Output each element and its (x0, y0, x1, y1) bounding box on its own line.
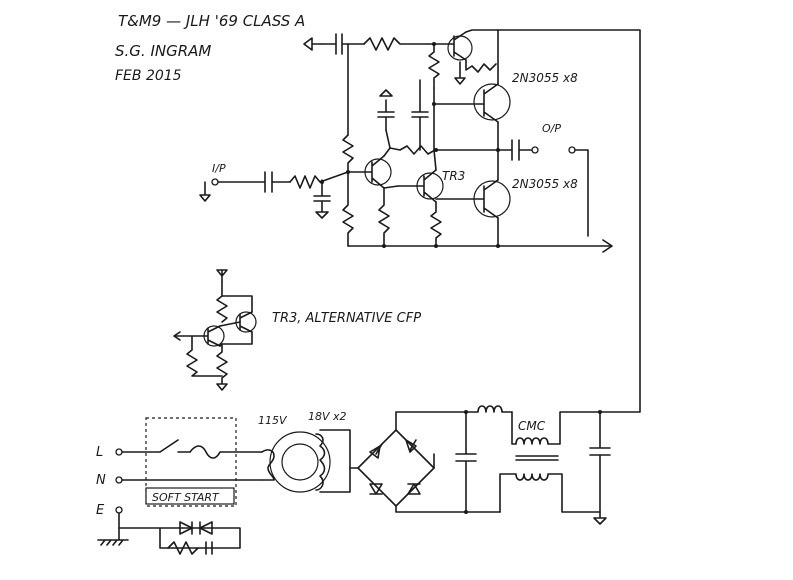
upper-output-transistor: 2N3055 x8 (433, 71, 578, 123)
psu-output-capacitor (589, 411, 611, 525)
tr3-alternative-label: TR3, ALTERNATIVE CFP (272, 311, 421, 326)
input-filter-capacitor (313, 179, 331, 219)
bridge-rectifier (357, 429, 435, 507)
upper-output-devices-label: 2N3055 x8 (512, 71, 578, 85)
input-terminal[interactable] (211, 178, 219, 186)
rectifier-negative (395, 453, 467, 513)
tr3-alternative-cfp: TR3, ALTERNATIVE CFP (173, 269, 421, 391)
secondary-voltage-label: 18V x2 (308, 410, 347, 423)
lower-output-transistor: 2N3055 x8 (435, 177, 578, 219)
ground-arrow (303, 37, 323, 51)
rectifier-positive (395, 411, 467, 431)
schematic-author: S.G. INGRAM (115, 42, 211, 60)
input-network: I/P (199, 162, 349, 219)
reservoir-capacitor-1 (455, 411, 477, 513)
feedback-capacitor (321, 33, 365, 55)
output-terminal[interactable] (531, 146, 539, 154)
output-ground-terminal[interactable] (568, 146, 576, 154)
cmc-label: CMC (518, 419, 546, 433)
output-label: O/P (542, 122, 561, 135)
schematic-title: T&M9 — JLH '69 CLASS A (118, 12, 305, 30)
bias-resistor-lower (342, 171, 354, 247)
primary-voltage-label: 115V (258, 414, 288, 427)
input-label: I/P (212, 162, 226, 175)
input-resistor (289, 171, 349, 189)
tr3-label: TR3 (442, 169, 465, 183)
tr3-emitter-resistor (430, 201, 442, 247)
tr2-collector-resistor (385, 129, 436, 155)
feedback-network (303, 33, 429, 55)
mains-switch (121, 439, 191, 453)
power-supply-circuit: L N E SOFT START 115V 18V x2 (96, 405, 611, 555)
series-inductor (465, 405, 513, 413)
decoupling-capacitor (377, 89, 395, 131)
bias-resistor-upper (342, 134, 354, 173)
secondary-lower-lead (319, 467, 351, 493)
tr1-transistor (347, 147, 392, 189)
earth-symbol (97, 512, 129, 546)
line-terminal-label: L (96, 445, 103, 460)
earth-lift-diodes (179, 521, 213, 535)
driver-collector-line (433, 87, 437, 171)
earth-lift-resistor-capacitor (167, 541, 213, 555)
input-ground-icon (199, 181, 211, 202)
earth-terminal[interactable] (115, 506, 123, 514)
tr3-transistor: TR3 (397, 169, 465, 203)
feedback-resistor (363, 37, 429, 51)
compensation-capacitor (411, 79, 429, 151)
soft-start-label: SOFT START (152, 491, 220, 504)
schematic-date: FEB 2015 (115, 68, 182, 84)
line-terminal[interactable] (115, 448, 123, 456)
bias-preset-resistor (465, 59, 497, 73)
output-return-line (574, 149, 589, 237)
lower-output-devices-label: 2N3055 x8 (512, 177, 578, 191)
bias-pnp-transistor (427, 29, 499, 85)
output-network: O/P (497, 122, 589, 237)
input-capacitor (217, 171, 291, 193)
positive-supply-rail (497, 29, 641, 413)
soft-start-box (145, 487, 235, 505)
earth-terminal-label: E (96, 503, 105, 518)
neutral-terminal[interactable] (115, 476, 123, 484)
bootstrap-resistor (428, 43, 440, 89)
toroidal-transformer: 115V 18V x2 (258, 410, 347, 493)
tr1-emitter-resistor (378, 187, 390, 247)
neutral-terminal-label: N (96, 473, 106, 488)
ground-rail-arrow (602, 239, 613, 253)
soft-start-enclosure (145, 417, 237, 507)
mains-fuse (189, 445, 263, 459)
secondary-upper-lead (319, 429, 359, 469)
amplifier-circuit: I/P TR3 (199, 29, 641, 413)
output-capacitor (497, 139, 533, 161)
tr3-base-link (383, 185, 399, 189)
common-mode-choke: CMC (499, 411, 601, 513)
mid-point-node (435, 121, 499, 151)
